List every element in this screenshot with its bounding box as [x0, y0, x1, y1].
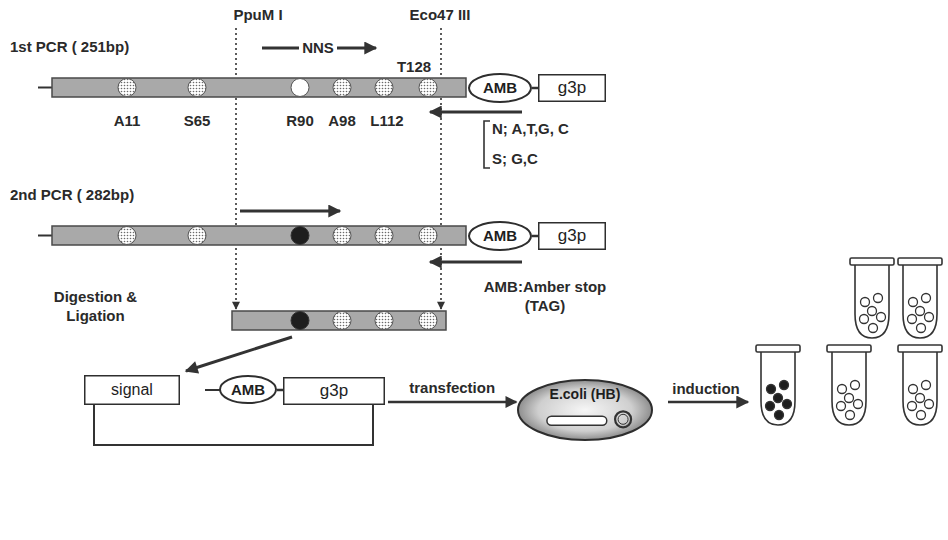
ellipse-outline [518, 380, 652, 440]
node-text: signal [111, 381, 153, 399]
nucleotide-note: S; G,C [492, 150, 538, 169]
residue-label: R90 [286, 112, 314, 131]
signal-box: signal [84, 375, 180, 405]
amber-stop-ellipse: AMB [468, 221, 532, 251]
node-text: g3p [558, 226, 586, 246]
residue-label: T128 [397, 58, 431, 77]
insert-arrow [186, 337, 292, 371]
restriction-site-label: Eco47 III [410, 6, 471, 25]
chromosome-rod [547, 416, 607, 425]
node-text: AMB [231, 381, 265, 398]
step-label: 2nd PCR ( 282bp) [10, 186, 134, 205]
plasmid-in-cell [547, 411, 631, 427]
gene-bar [38, 226, 466, 245]
process-arrow [668, 401, 748, 404]
plasmid-ring [618, 414, 628, 424]
restriction-site-line [235, 28, 237, 309]
primer-arrow [430, 261, 522, 264]
bracket [484, 121, 490, 168]
residue-label: S65 [184, 112, 211, 131]
step-label: induction [672, 380, 740, 399]
gene-fragment [232, 311, 446, 330]
connector-line [532, 235, 538, 238]
residue-label: A98 [328, 112, 356, 131]
gene-box: g3p [538, 74, 606, 102]
note-label: AMB:Amber stop (TAG) [475, 278, 615, 316]
box-outline [85, 376, 180, 405]
node-text: AMB [483, 79, 517, 96]
amber-stop-ellipse: AMB [219, 375, 277, 404]
e-coli-cell: E.coli (HB) [517, 379, 653, 441]
connector-line [388, 401, 516, 404]
node-text: g3p [558, 78, 586, 98]
residue-label: L112 [370, 112, 403, 131]
step-label: 1st PCR ( 251bp) [10, 38, 129, 57]
node-text: AMB [483, 227, 517, 244]
connector-line [532, 87, 538, 90]
node-text: E.coli (HB) [550, 386, 621, 402]
box-outline [284, 378, 385, 405]
node-text: g3p [320, 381, 348, 401]
vector-line [205, 389, 220, 391]
primer-arrow [430, 111, 522, 114]
culture-tube [756, 345, 800, 425]
culture-tube [827, 345, 871, 425]
ellipse-outline [469, 222, 531, 250]
culture-tube [898, 345, 942, 425]
gene-bar [38, 78, 466, 97]
culture-tube [850, 258, 894, 338]
primer-label: NNS [299, 39, 337, 58]
gene-box: g3p [538, 222, 606, 250]
primer-arrow [240, 210, 340, 213]
restriction-site-label: PpuM I [233, 6, 282, 25]
ellipse-outline [220, 376, 276, 403]
nucleotide-note: N; A,T,G, C [492, 120, 569, 139]
gene-box: g3p [283, 377, 385, 405]
connector-line [94, 405, 373, 445]
box-outline [539, 223, 606, 250]
edge-label: transfection [409, 379, 495, 398]
step-label: Digestion & Ligation [38, 288, 153, 326]
ellipse-outline [469, 74, 531, 102]
plasmid-ring [615, 411, 631, 427]
restriction-site-line [440, 28, 442, 309]
amber-stop-ellipse: AMB [468, 73, 532, 103]
connector-line [277, 389, 283, 392]
culture-tube [898, 258, 942, 338]
residue-label: A11 [114, 112, 141, 131]
box-outline [539, 75, 606, 102]
